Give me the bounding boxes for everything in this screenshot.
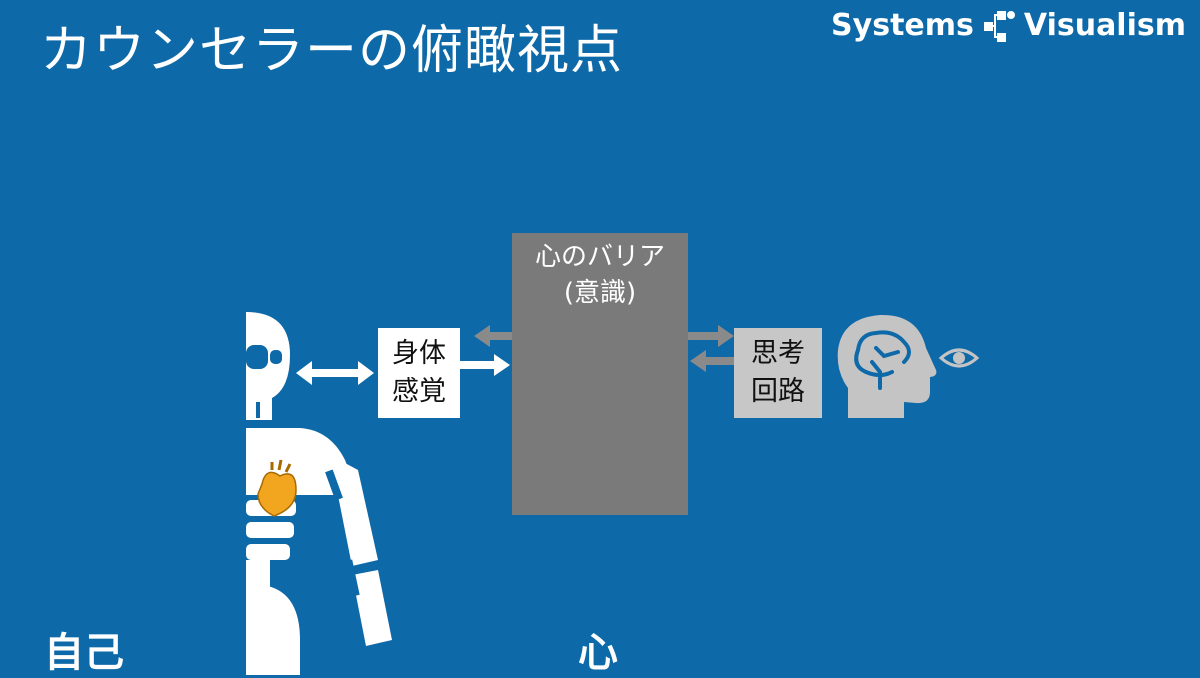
logo-left-text: Systems xyxy=(831,8,974,43)
body-sense-box: 身体 感覚 xyxy=(378,328,460,418)
logo-icon xyxy=(983,10,1015,42)
mind-barrier-box: 心のバリア (意識) xyxy=(512,233,688,515)
brain-head-icon xyxy=(837,314,937,418)
body-sense-line1: 身体 xyxy=(392,338,446,369)
arrow-body-to-barrier xyxy=(460,354,510,376)
barrier-line1: 心のバリア xyxy=(534,242,665,272)
arrow-barrier-to-body xyxy=(474,325,514,347)
heart-icon xyxy=(257,459,297,517)
body-sense-line2: 感覚 xyxy=(392,376,446,407)
thought-line1: 思考 xyxy=(751,338,805,369)
arrow-barrier-to-thought xyxy=(688,325,734,347)
self-label: 自己 xyxy=(44,630,124,676)
thought-line2: 回路 xyxy=(751,376,805,407)
arrow-self-body xyxy=(296,361,374,385)
skeleton-icon xyxy=(246,312,392,675)
systems-visualism-logo: Systems Visualism xyxy=(831,8,1186,43)
logo-right-text: Visualism xyxy=(1023,8,1186,43)
thought-circuit-box: 思考 回路 xyxy=(734,328,822,418)
barrier-line2: (意識) xyxy=(563,278,637,308)
mind-label: 心 xyxy=(578,630,618,676)
page-title: カウンセラーの俯瞰視点 xyxy=(40,21,624,81)
eye-icon xyxy=(938,348,980,368)
arrow-thought-to-barrier xyxy=(690,350,734,372)
